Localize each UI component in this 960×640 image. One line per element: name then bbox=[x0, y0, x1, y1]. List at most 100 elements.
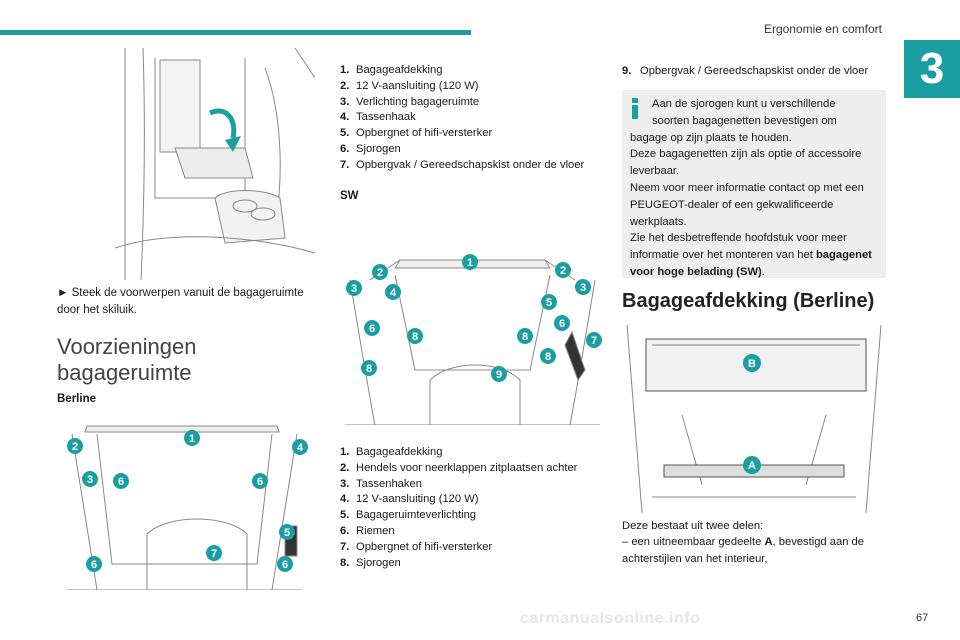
list-item: 1. Bagageafdekking bbox=[340, 445, 610, 461]
list-item-text: Bagageafdekking bbox=[356, 446, 443, 458]
callout-badge bbox=[517, 328, 533, 344]
list-item-text: Opbergnet of hifi-versterker bbox=[356, 540, 493, 553]
list-item-text: Hendels voor neerklappen zitplaatsen ach… bbox=[356, 461, 578, 474]
list-item-text: Sjorogen bbox=[356, 556, 401, 569]
callout-badge-label: 2 bbox=[560, 265, 566, 277]
list-item-text: 12 V-aansluiting (120 W) bbox=[356, 493, 479, 506]
callout-badge-label: 5 bbox=[284, 527, 290, 539]
info-box: Aan de sjorogen kunt u verschillende soo… bbox=[622, 90, 886, 278]
callout-badge bbox=[554, 315, 570, 331]
callout-badge bbox=[575, 279, 591, 295]
callout-badge bbox=[67, 438, 83, 454]
equipment-list-berline: 1. Bagageafdekking 2.12 V-aansluiting (120… bbox=[340, 63, 600, 174]
info-reference: Zie het desbetreffende hoofdstuk voor me… bbox=[630, 232, 872, 278]
callout-badge-label: 2 bbox=[72, 441, 78, 453]
callout-badge bbox=[540, 348, 556, 364]
list-item: 2. Hendels voor neerklappen zitplaatsen a… bbox=[340, 461, 610, 477]
callout-badge-label: 8 bbox=[366, 363, 372, 375]
berline-label: Berline bbox=[57, 393, 96, 405]
list-item-number: 5. bbox=[340, 509, 350, 522]
callout-badge-label: 3 bbox=[87, 474, 93, 486]
callout-badge bbox=[292, 439, 308, 455]
list-item: 4. Tassenhaak bbox=[340, 110, 600, 126]
callout-badge-label: 6 bbox=[91, 559, 97, 571]
callout-badge bbox=[361, 360, 377, 376]
watermark: carmanualsonline.info bbox=[520, 610, 701, 627]
callout-badge bbox=[372, 264, 388, 280]
list-item-number: 7. bbox=[340, 540, 350, 553]
callout-badge-label: 5 bbox=[546, 297, 552, 309]
callout-badge-label: 1 bbox=[467, 257, 473, 269]
callout-badge bbox=[113, 473, 129, 489]
callout-badge-label: 2 bbox=[377, 267, 383, 279]
list-item-number: 7. bbox=[340, 158, 350, 171]
callout-badge bbox=[277, 556, 293, 572]
equipment-list-sw: 1. Bagageafdekking 2. Hendels voor neerklap… bbox=[340, 445, 610, 571]
callout-badge-label: 1 bbox=[189, 433, 195, 445]
list-item-text: Bagageafdekking bbox=[356, 64, 443, 76]
callout-badge bbox=[462, 254, 478, 270]
callout-badge bbox=[541, 294, 557, 310]
list-item: 6.Riemen bbox=[340, 524, 610, 540]
parcel-shelf-heading: Bagageafdekking (Berline) bbox=[622, 290, 875, 312]
parcel-shelf-illustration: B A bbox=[622, 325, 886, 513]
list-item-text: Opbergnet of hifi-versterker bbox=[356, 127, 493, 140]
list-item: 5. Bagageruimteverlichting bbox=[340, 508, 610, 524]
callout-badge-label: 6 bbox=[118, 476, 124, 488]
callout-badge-label: 3 bbox=[351, 283, 357, 295]
list-item: 3. Verlichting bagageruimte bbox=[340, 95, 600, 111]
callout-badge bbox=[252, 473, 268, 489]
list-item: 4. 12 V-aansluiting (120 W) bbox=[340, 492, 610, 508]
list-item-text: Sjorogen bbox=[356, 142, 401, 155]
list-item-number: 6. bbox=[340, 524, 350, 537]
callout-badge bbox=[184, 430, 200, 446]
section-heading: Voorzieningen bagageruimte bbox=[57, 334, 197, 385]
list-item-number: 1. bbox=[340, 64, 350, 76]
callout-badge-label: 7 bbox=[211, 548, 217, 560]
list-item: 2.12 V-aansluiting (120 W) bbox=[340, 79, 600, 95]
info-icon bbox=[630, 98, 640, 120]
chapter-title: Ergonomie en comfort bbox=[763, 22, 882, 36]
list-item-text: Bagageruimteverlichting bbox=[356, 509, 477, 522]
callout-badge-label: 4 bbox=[390, 287, 397, 299]
callout-badge-label: 6 bbox=[559, 318, 565, 330]
callout-badge-label: 8 bbox=[545, 351, 551, 363]
list-item-9: 9. Opbergvak / Gereedschapskist onder de… bbox=[622, 65, 869, 77]
list-item-text: Verlichting bagageruimte bbox=[356, 95, 480, 108]
callout-badge-label: 6 bbox=[282, 559, 288, 571]
list-item-number: 4. bbox=[340, 111, 350, 124]
list-item-text: Tassenhaken bbox=[356, 477, 422, 490]
list-item-number: 2. bbox=[340, 461, 350, 474]
chapter-number-tab: 3 bbox=[904, 40, 960, 98]
list-item-number: 3. bbox=[340, 95, 350, 108]
list-item: 8. Sjorogen bbox=[340, 556, 610, 572]
list-item-text: Tassenhaak bbox=[356, 111, 416, 124]
list-item-number: 1. bbox=[340, 446, 350, 458]
berline-boot-illustration: 1 2 3 4 5 6 6 6 6 7 bbox=[57, 414, 312, 590]
callout-badge bbox=[407, 328, 423, 344]
list-item-number: 8. bbox=[340, 556, 350, 569]
list-item: 5.Opbergnet of hifi-versterker bbox=[340, 126, 600, 142]
callout-badge bbox=[206, 545, 222, 561]
list-item-number: 4. bbox=[340, 493, 350, 506]
page-number: 67 bbox=[916, 612, 929, 624]
callout-badge bbox=[491, 366, 507, 382]
callout-badge-label: 9 bbox=[496, 369, 502, 381]
instruction-caption: ► Steek de voorwerpen vanuit de bagageru… bbox=[57, 287, 304, 316]
callout-badge-label: 8 bbox=[522, 331, 528, 343]
callout-badge bbox=[364, 320, 380, 336]
callout-badge bbox=[586, 332, 602, 348]
ski-hatch-illustration bbox=[115, 48, 315, 280]
parcel-shelf-description: Deze bestaat uit twee delen: – een uitne… bbox=[622, 520, 864, 565]
callout-badge bbox=[346, 280, 362, 296]
header-accent-bar bbox=[0, 30, 471, 35]
callout-badge bbox=[86, 556, 102, 572]
list-item-number: 2. bbox=[340, 79, 350, 92]
list-item: 7. Opbergnet of hifi-versterker bbox=[340, 540, 610, 556]
badge-b: B bbox=[748, 358, 756, 370]
list-item: 6.Sjorogen bbox=[340, 142, 600, 158]
callout-badge-label: 4 bbox=[297, 442, 304, 454]
list-item: 3.Tassenhaken bbox=[340, 477, 610, 493]
callout-badge-label: 6 bbox=[257, 476, 263, 488]
